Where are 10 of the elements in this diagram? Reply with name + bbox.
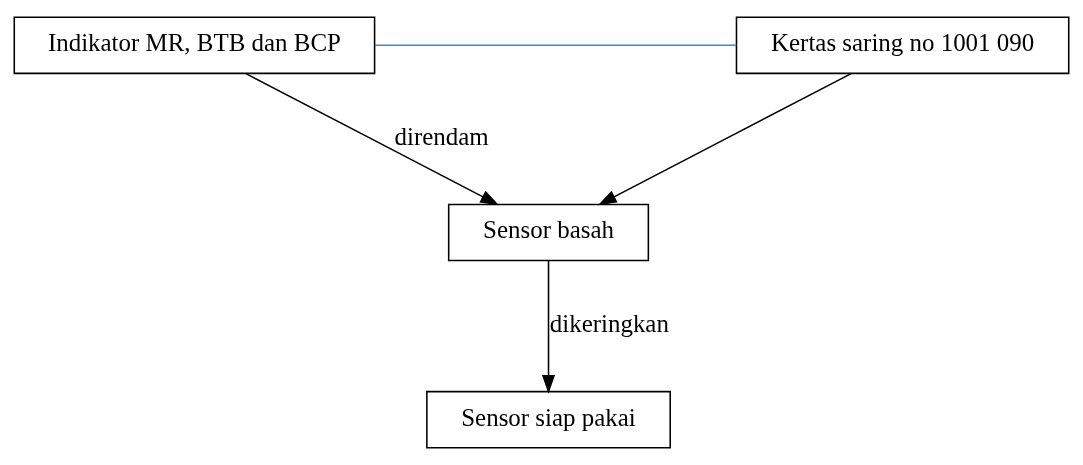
edge-label: dikeringkan (549, 310, 669, 338)
node-box: Kertas saring no 1001 090 (735, 16, 1070, 75)
arrow (597, 72, 852, 206)
node-box: Sensor siap pakai (426, 390, 671, 449)
arrow (541, 260, 556, 394)
arrow (245, 72, 500, 206)
node-box: Indikator MR, BTB dan BCP (13, 16, 376, 75)
connector (374, 44, 737, 47)
node-box: Sensor basah (447, 203, 650, 262)
edge-label: direndam (394, 122, 489, 150)
